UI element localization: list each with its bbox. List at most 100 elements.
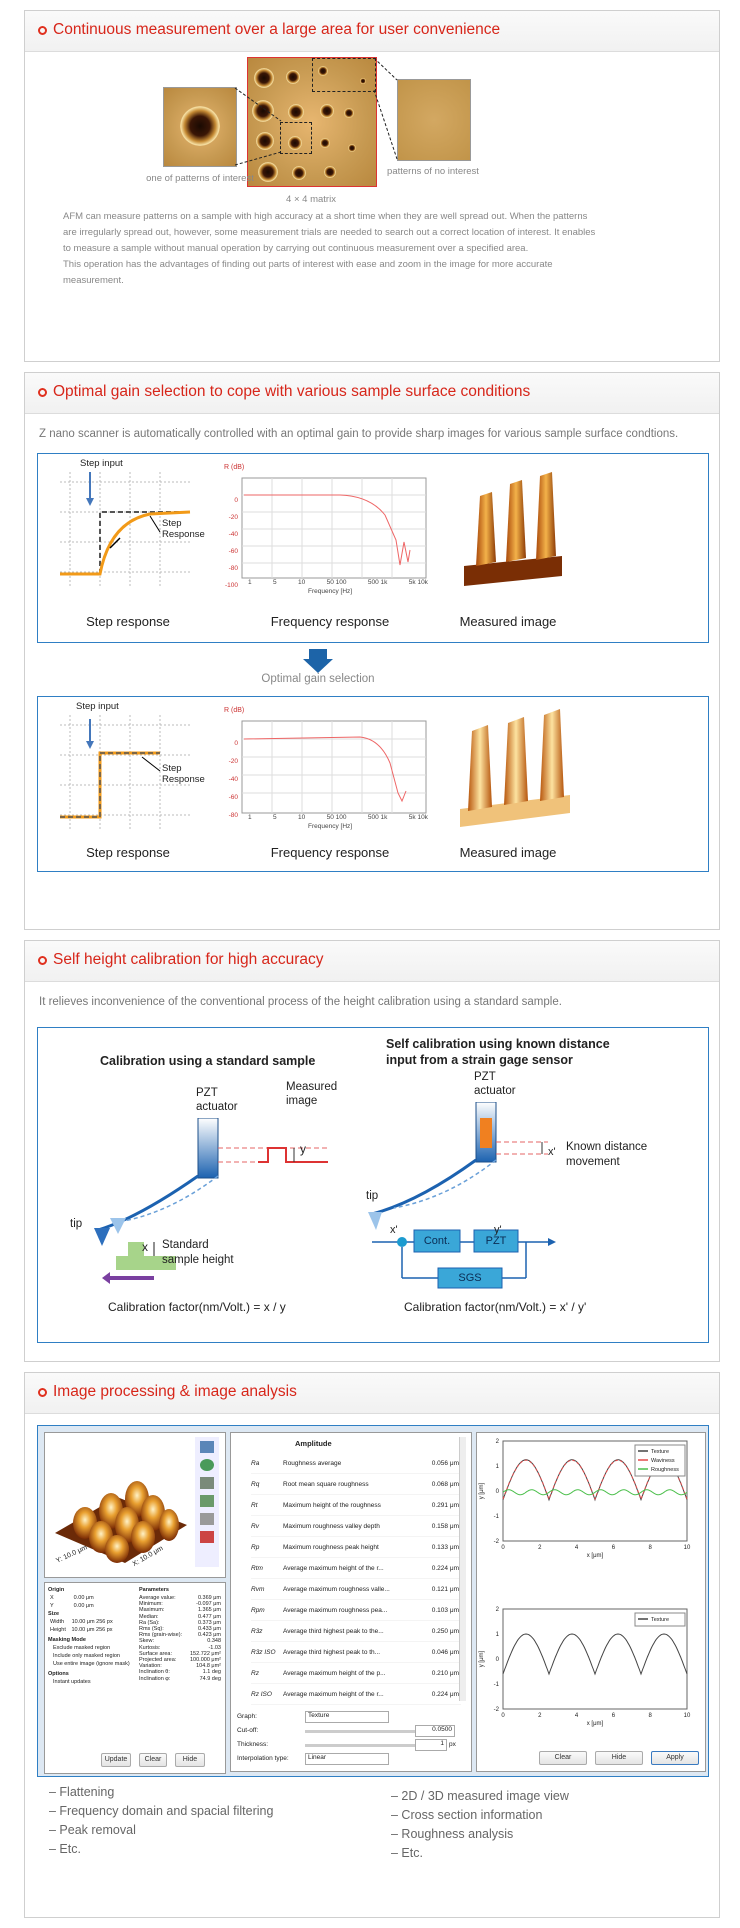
section-title-bar: Image processing & image analysis	[25, 1373, 719, 1414]
cutoff-input[interactable]: 0.0500	[415, 1725, 455, 1737]
step-input-label-optimal: Step input	[76, 701, 119, 712]
features-left-list: – Flattening– Frequency domain and spaci…	[49, 1785, 274, 1856]
roughness-value: 0.056 μm	[431, 1459, 459, 1467]
interp-select[interactable]: Linear	[305, 1753, 389, 1765]
features-right-list: – 2D / 3D measured image view– Cross sec…	[391, 1789, 569, 1860]
roughness-value: 0.121 μm	[431, 1585, 459, 1593]
clear-button-small[interactable]: Clear	[139, 1753, 167, 1767]
update-button[interactable]: Update	[101, 1753, 131, 1767]
save-icon[interactable]	[200, 1531, 214, 1543]
section-intro: Z nano scanner is automatically controll…	[39, 428, 679, 440]
roughness-value: 0.133 μm	[431, 1543, 459, 1551]
roughness-name: Maximum roughness peak height	[283, 1543, 379, 1551]
3d-surface-image	[55, 1481, 187, 1563]
hide-button-small[interactable]: Hide	[175, 1753, 205, 1767]
x-tick-label: 0	[501, 1713, 505, 1719]
light-icon[interactable]	[200, 1495, 214, 1507]
roughness-name: Maximum roughness valley depth	[283, 1522, 380, 1530]
roughness-name: Average maximum roughness valle...	[283, 1585, 390, 1593]
x-axis-label: x [μm]	[587, 1553, 604, 1559]
y-tick-label: 0	[496, 1489, 500, 1495]
caption-frequency-response: Frequency response	[270, 614, 390, 629]
cutoff-label: Cut-off:	[237, 1727, 259, 1734]
fr-yticks: 0-20-40 -60-80-100	[224, 497, 238, 589]
down-arrow-icon	[303, 649, 333, 673]
y-tick-label: -1	[494, 1514, 500, 1520]
y-label: y	[300, 1142, 306, 1156]
mask-option-0[interactable]: Exclude masked region	[53, 1645, 111, 1651]
caption-measured-image: Measured image	[459, 614, 557, 629]
roughness-symbol: Rq	[251, 1480, 260, 1488]
thickness-input[interactable]: 1	[415, 1739, 447, 1751]
selection-box-left	[280, 122, 312, 154]
refresh-icon[interactable]	[200, 1459, 214, 1471]
interp-label: Interpolation type:	[237, 1755, 289, 1762]
label-patterns-no-interest: patterns of no interest	[387, 166, 479, 177]
thickness-slider[interactable]	[305, 1744, 415, 1747]
fr-yticks-optimal: 0-20-40 -60-80	[228, 740, 238, 819]
rotate-icon[interactable]	[200, 1441, 214, 1453]
3d-view-window: Y: 10.0 μm X: 10.0 μm	[44, 1432, 226, 1578]
mask-option-2[interactable]: Use entire image (ignore mask)	[53, 1661, 130, 1667]
roughness-name: Average maximum roughness pea...	[283, 1606, 388, 1614]
roughness-symbol: Rt	[251, 1501, 258, 1509]
section-title: Self height calibration for high accurac…	[53, 951, 324, 968]
view-toolbar	[195, 1437, 219, 1567]
formula-right: Calibration factor(nm/Volt.) = x' / y'	[404, 1300, 587, 1314]
cont-block: Cont.	[423, 1235, 451, 1247]
scale-icon[interactable]	[200, 1477, 214, 1489]
legend-entry: Roughness	[651, 1467, 679, 1473]
roughness-scrollbar[interactable]	[459, 1437, 466, 1701]
bullet-ring-icon	[38, 26, 47, 35]
color-icon[interactable]	[200, 1513, 214, 1525]
apply-button[interactable]: Apply	[651, 1751, 699, 1765]
roughness-value: 0.158 μm	[431, 1522, 459, 1530]
frequency-response-chart-optimal	[241, 720, 427, 814]
roughness-symbol: R3z ISO	[251, 1648, 276, 1656]
x-tick-label: 10	[684, 1713, 691, 1719]
graph-select[interactable]: Texture	[305, 1711, 389, 1723]
roughness-symbol: R3z	[251, 1627, 263, 1635]
x-tick-label: 8	[649, 1545, 653, 1551]
roughness-value: 0.224 μm	[431, 1564, 459, 1572]
hide-button[interactable]: Hide	[595, 1751, 643, 1765]
mask-option-1[interactable]: Include only masked region	[53, 1653, 120, 1659]
y-tick-label: -2	[494, 1707, 500, 1713]
x-tick-label: 6	[612, 1713, 616, 1719]
roughness-name: Average maximum height of the r...	[283, 1564, 384, 1572]
section-title-bar: Self height calibration for high accurac…	[25, 941, 719, 982]
section-continuous-measurement: Continuous measurement over a large area…	[24, 10, 720, 362]
section-image-processing: Image processing & image analysis Y: 10.…	[24, 1372, 720, 1918]
cutoff-slider[interactable]	[305, 1730, 415, 1733]
caption-frequency-response-optimal: Frequency response	[270, 845, 390, 860]
x-tick-label: 8	[649, 1713, 653, 1719]
params-table: Average value:0.369 μm Minimum:-0.097 μm…	[139, 1595, 221, 1682]
clear-button[interactable]: Clear	[539, 1751, 587, 1765]
y-tick-label: 1	[496, 1632, 500, 1638]
instant-updates-checkbox[interactable]: Instant updates	[53, 1679, 91, 1685]
x-tick-label: 10	[684, 1545, 691, 1551]
standard-calibration-diagram	[94, 1118, 328, 1284]
